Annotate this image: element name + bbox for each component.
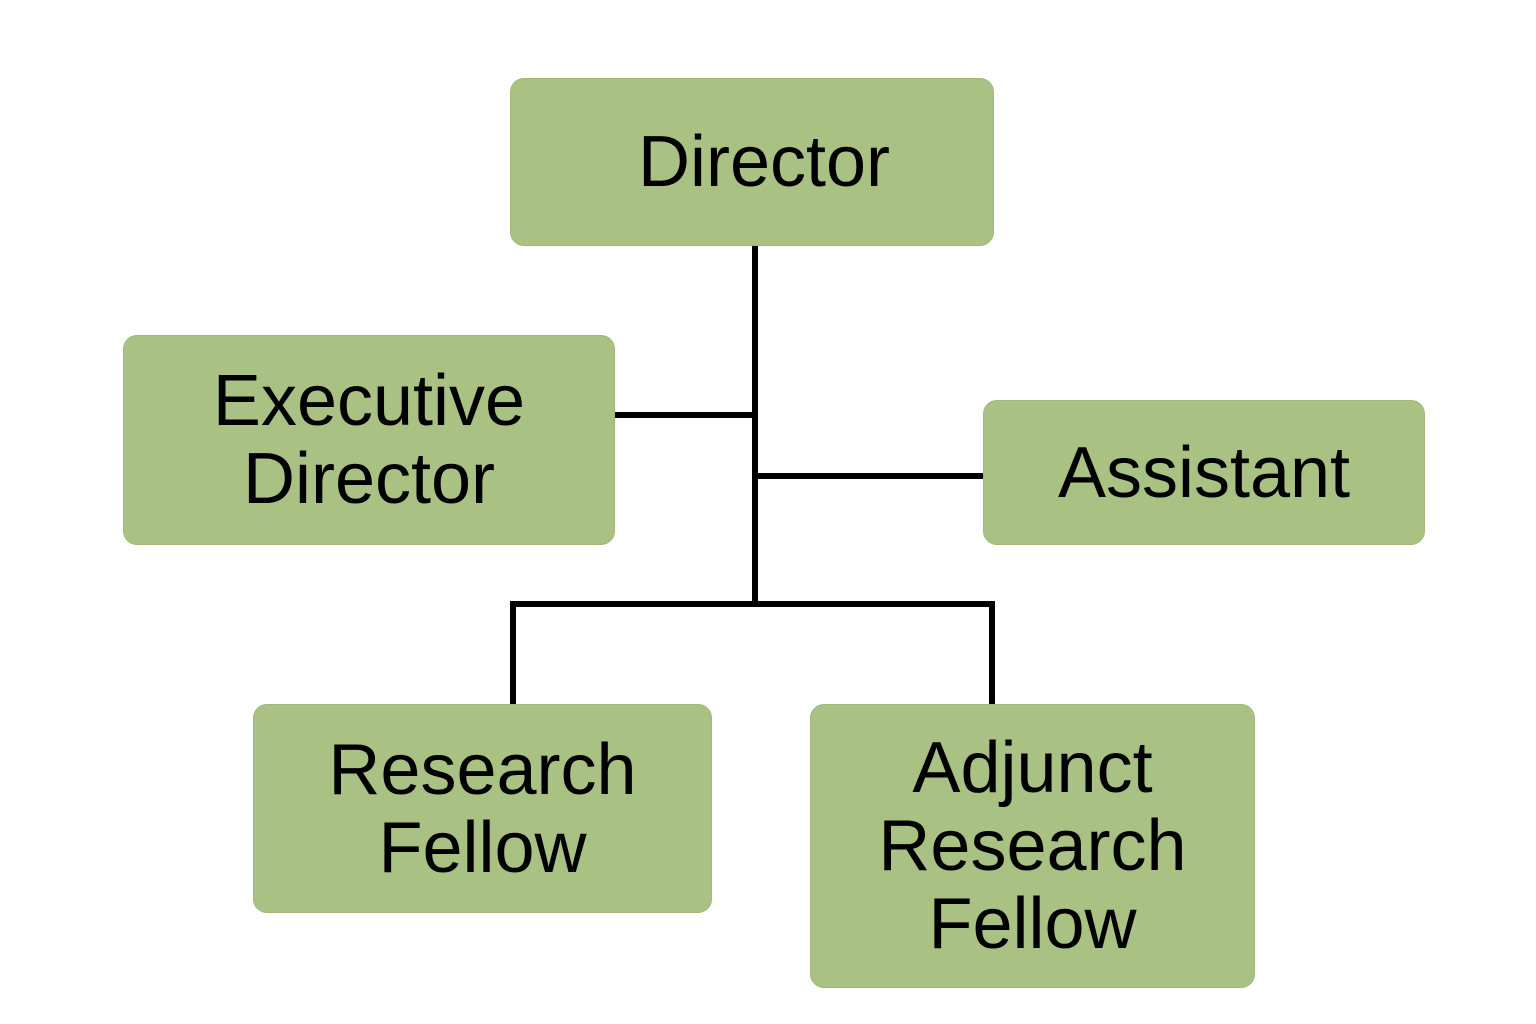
- node-label: Executive Director: [212, 361, 526, 519]
- node-assistant: Assistant: [983, 400, 1425, 545]
- node-label: Research Fellow: [328, 729, 637, 888]
- connector-fellows: [510, 601, 995, 707]
- node-label: Director: [637, 122, 891, 202]
- node-label: Adjunct Research Fellow: [878, 728, 1187, 964]
- node-label: Assistant: [1057, 432, 1351, 513]
- node-director: Director: [510, 78, 994, 246]
- node-executive-director: Executive Director: [123, 335, 615, 545]
- node-adjunct-research-fellow: Adjunct Research Fellow: [810, 704, 1255, 988]
- node-research-fellow: Research Fellow: [253, 704, 712, 913]
